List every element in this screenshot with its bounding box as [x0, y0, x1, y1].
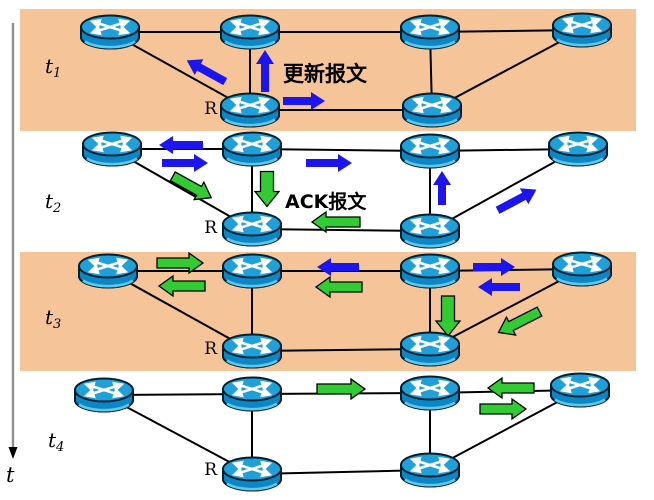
band-label-t2: t2 — [45, 189, 62, 216]
router-icon-tr — [551, 374, 609, 407]
update-arrow — [186, 59, 228, 86]
update-message-label: 更新报文 — [283, 62, 367, 86]
update-arrow — [256, 50, 274, 92]
router-icon-bl — [223, 335, 281, 368]
ack-arrow — [434, 295, 462, 338]
link-line — [103, 394, 253, 475]
band-label-t4: t4 — [48, 428, 65, 455]
router-icon-tml — [223, 133, 281, 166]
update-arrow — [433, 171, 451, 205]
router-icon-br — [403, 94, 461, 127]
router-icon-tml — [221, 16, 279, 49]
link-line — [429, 148, 579, 232]
ack-arrow — [310, 210, 361, 234]
router-icon-tmr — [401, 135, 459, 168]
ack-message-label: ACK报文 — [285, 191, 367, 213]
ack-arrow — [479, 397, 528, 421]
router-icon-tl — [75, 379, 133, 412]
update-arrow — [306, 154, 352, 172]
ack-arrow — [316, 377, 367, 401]
router-icon-tr — [553, 253, 611, 286]
router-r-label: R — [204, 460, 217, 480]
band-label-t1: t1 — [45, 54, 62, 81]
router-icon-br — [401, 333, 459, 366]
link-line — [429, 389, 581, 471]
link-line — [111, 148, 253, 230]
time-axis-label: t — [6, 463, 15, 487]
router-icon-tl — [79, 255, 137, 288]
link-line — [109, 31, 251, 111]
update-arrow — [478, 278, 520, 296]
update-arrow — [473, 258, 515, 276]
update-arrow — [162, 154, 208, 172]
router-icon-tmr — [401, 16, 459, 49]
link-line — [107, 270, 253, 352]
router-icon-bl — [221, 94, 279, 127]
link-line — [431, 29, 583, 111]
time-axis-arrowhead — [8, 447, 18, 459]
router-icon-tr — [549, 133, 607, 166]
link-line — [429, 268, 583, 350]
update-arrow — [159, 136, 203, 154]
router-icon-tml — [223, 255, 281, 288]
ack-arrow — [497, 306, 543, 336]
update-arrow — [317, 258, 359, 276]
router-r-label: R — [204, 99, 217, 119]
update-arrow — [283, 92, 325, 110]
ack-arrow — [156, 251, 205, 275]
router-icon-tmr — [401, 255, 459, 288]
ack-arrow — [486, 376, 535, 400]
router-icon-tr — [553, 14, 611, 47]
router-r-label: R — [204, 339, 217, 359]
router-icon-br — [401, 215, 459, 248]
router-r-label: R — [204, 218, 217, 238]
ack-arrow — [253, 170, 281, 208]
router-icon-br — [401, 454, 459, 487]
router-icon-tmr — [401, 377, 459, 410]
ack-arrow — [314, 275, 363, 299]
router-icon-bl — [223, 458, 281, 491]
band-label-t3: t3 — [45, 305, 62, 332]
ack-arrow — [157, 274, 206, 298]
router-icon-tl — [81, 16, 139, 49]
update-arrow — [495, 188, 537, 214]
router-icon-tml — [223, 378, 281, 411]
router-icon-tl — [83, 133, 141, 166]
ack-arrow — [169, 171, 213, 201]
router-icon-bl — [223, 213, 281, 246]
